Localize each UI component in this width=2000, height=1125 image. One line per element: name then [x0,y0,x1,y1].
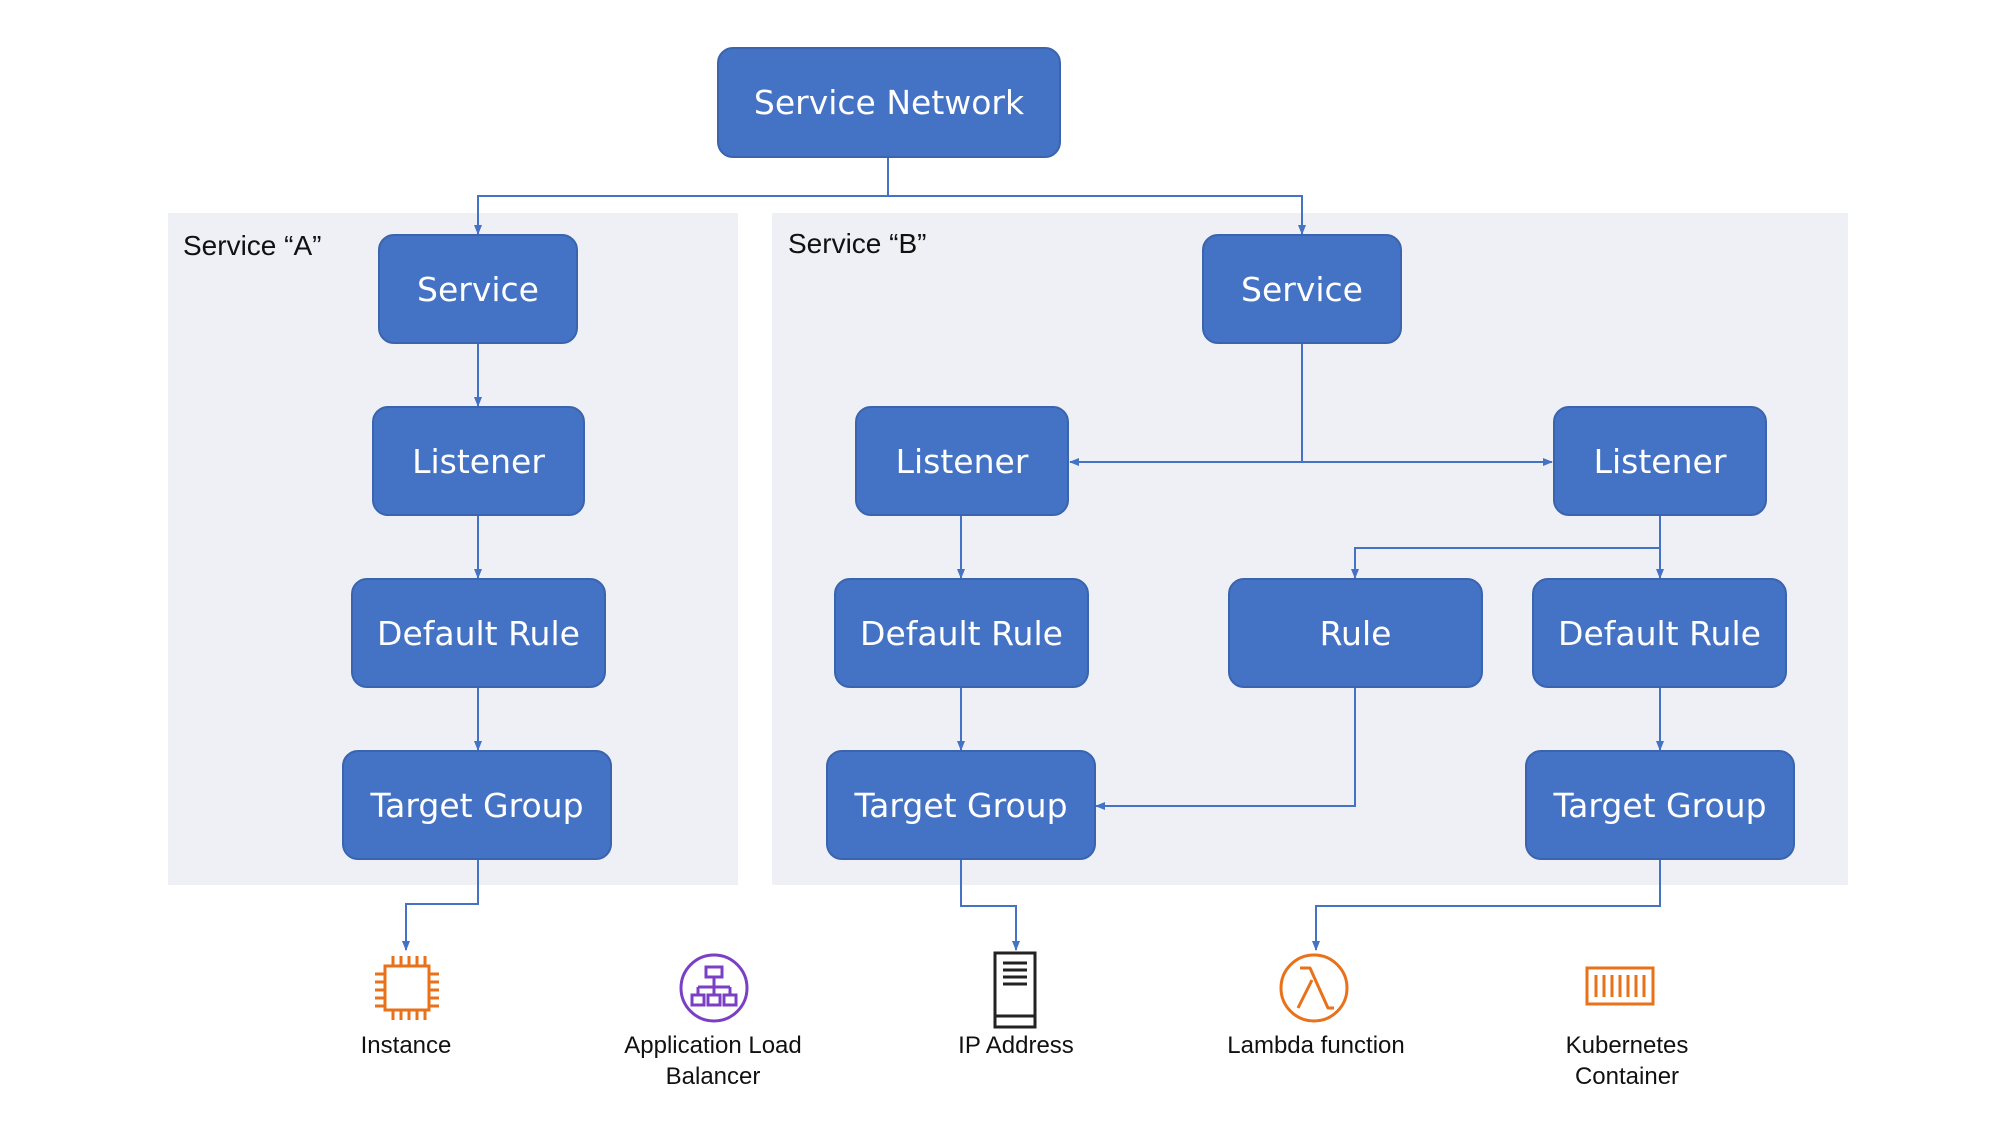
connector-b-target-group-left-to-ip-address [960,860,1020,951]
connector-b-service-to-listener-left [1069,344,1303,466]
service-b-default-rule-right-node[interactable]: Default Rule [1532,578,1787,688]
service-b-service-node[interactable]: Service [1202,234,1402,344]
connector-b-target-group-right-to-lambda [1312,860,1661,951]
service-network-node[interactable]: Service Network [717,47,1061,158]
service-a-target-group-node[interactable]: Target Group [342,750,612,860]
ec2-instance-icon [375,956,439,1020]
target-label-instance: Instance [360,1032,452,1059]
target-label-lambda-function: Lambda function [1227,1032,1405,1059]
service-b-listener-left-node[interactable]: Listener [855,406,1069,516]
server-icon [993,951,1037,1029]
service-a-label: Service “A” [183,230,322,261]
application-load-balancer-icon [679,953,749,1023]
target-label-application-load-balancer: Application Load Balancer [624,1032,802,1090]
connector-b-rule-to-target-group-left [1095,688,1356,810]
connector-network-to-service-a [474,158,889,235]
service-b-target-group-left-node[interactable]: Target Group [826,750,1096,860]
connector-a-target-group-to-instance [402,860,479,951]
target-label-kubernetes-container: Kubernetes Container [1565,1032,1689,1090]
service-b-rule-node[interactable]: Rule [1228,578,1483,688]
connector-b-listener-right-to-rule [1351,547,1660,579]
service-a-listener-node[interactable]: Listener [372,406,585,516]
service-a-default-rule-node[interactable]: Default Rule [351,578,606,688]
service-b-target-group-right-node[interactable]: Target Group [1525,750,1795,860]
service-b-default-rule-left-node[interactable]: Default Rule [834,578,1089,688]
service-b-label: Service “B” [788,228,927,259]
service-a-service-node[interactable]: Service [378,234,578,344]
service-b-listener-right-node[interactable]: Listener [1553,406,1767,516]
lambda-icon [1279,953,1349,1023]
container-icon [1585,966,1655,1006]
target-label-ip-address: IP Address [958,1032,1074,1059]
connector-network-to-service-b [888,195,1306,235]
